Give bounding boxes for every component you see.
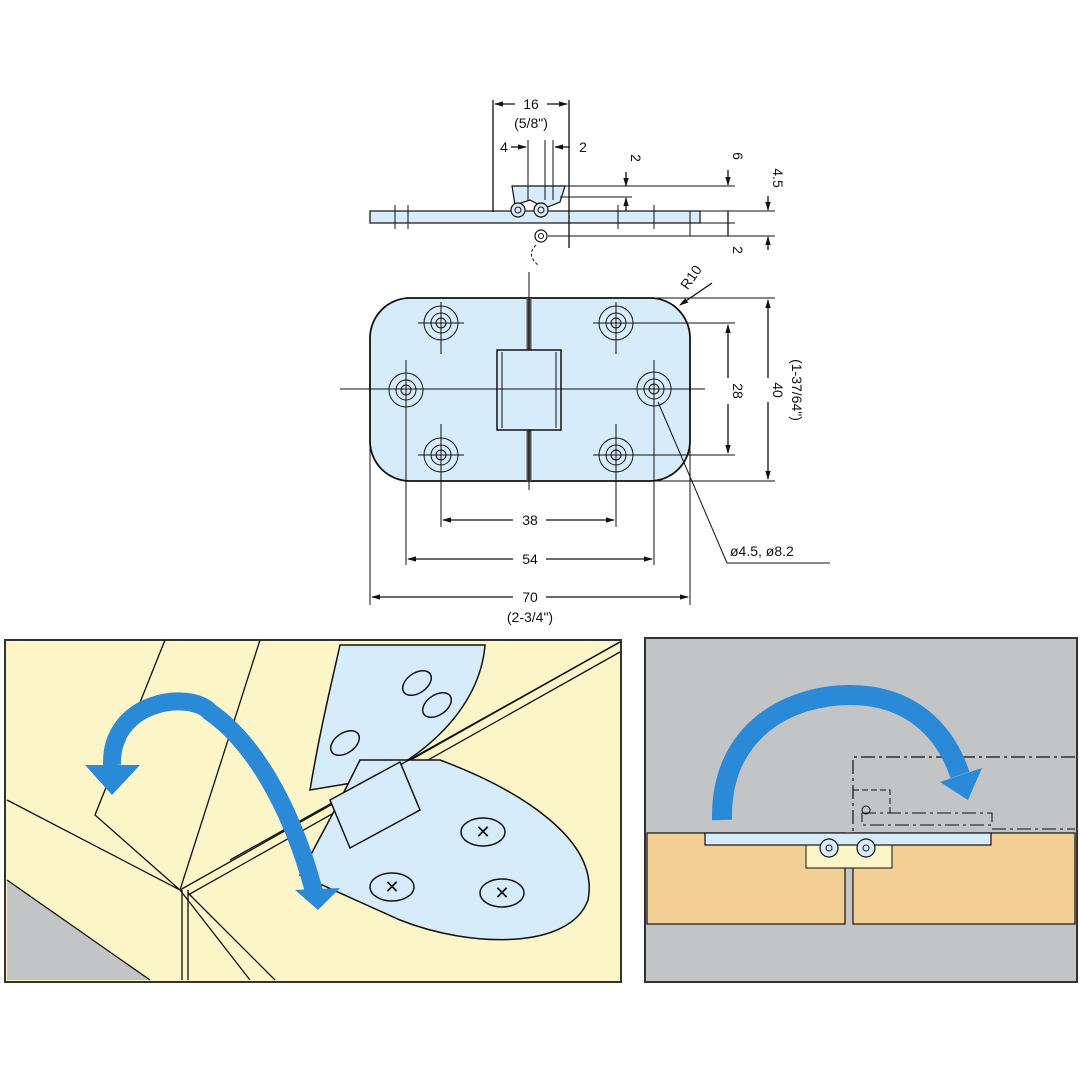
dim-width-70: 70 (522, 589, 538, 605)
dim-height-2-bottom: 2 (730, 246, 746, 254)
hole (388, 360, 424, 565)
dim-offset-4: 4 (500, 139, 508, 155)
rotate-arrow-icon (711, 684, 982, 821)
hole-callout: ø4.5, ø8.2 (730, 543, 794, 559)
hole (593, 424, 735, 527)
screws: ✕ ✕ ✕ (329, 669, 525, 908)
perspective-installation-view: ✕ ✕ ✕ (4, 639, 622, 983)
dim-width-16-inch: (5/8") (514, 115, 548, 131)
section-installation-view (644, 637, 1078, 983)
hinge-plate-section (704, 832, 992, 846)
dim-offset-2: 2 (579, 139, 587, 155)
hole (593, 302, 735, 354)
dim-height-6: 6 (730, 152, 746, 160)
hole (418, 302, 464, 354)
dim-height-4-5: 4.5 (770, 168, 786, 188)
screw-holes (388, 302, 735, 565)
rotate-arrow-icon (85, 692, 340, 910)
dim-radius: R10 (677, 262, 705, 292)
svg-text:✕: ✕ (384, 877, 399, 897)
side-view: 16 (5/8") 4 2 2 6 2 4.5 (369, 96, 786, 266)
knuckle-pin-left (510, 202, 526, 218)
hinge-knuckle-3d (329, 760, 421, 850)
dim-hole-spacing-38: 38 (522, 512, 538, 528)
svg-text:✕: ✕ (475, 822, 490, 842)
dim-hole-spacing-54: 54 (522, 551, 538, 567)
hole (636, 360, 672, 565)
dim-hole-spacing-28: 28 (730, 383, 746, 399)
knuckle-pin-right (533, 202, 549, 218)
dim-height-40-inch: (1-37/64") (789, 359, 805, 421)
hole (418, 424, 464, 527)
hinge-knuckle (496, 349, 562, 431)
dim-width-16: 16 (523, 96, 539, 112)
dim-height-40: 40 (770, 382, 786, 398)
dim-height-2-top: 2 (628, 154, 644, 162)
svg-text:✕: ✕ (494, 883, 509, 903)
top-view: R10 28 40 (1-37/64") 38 54 70 (2-3/4") ø… (340, 262, 830, 625)
dim-width-70-inch: (2-3/4") (507, 609, 553, 625)
